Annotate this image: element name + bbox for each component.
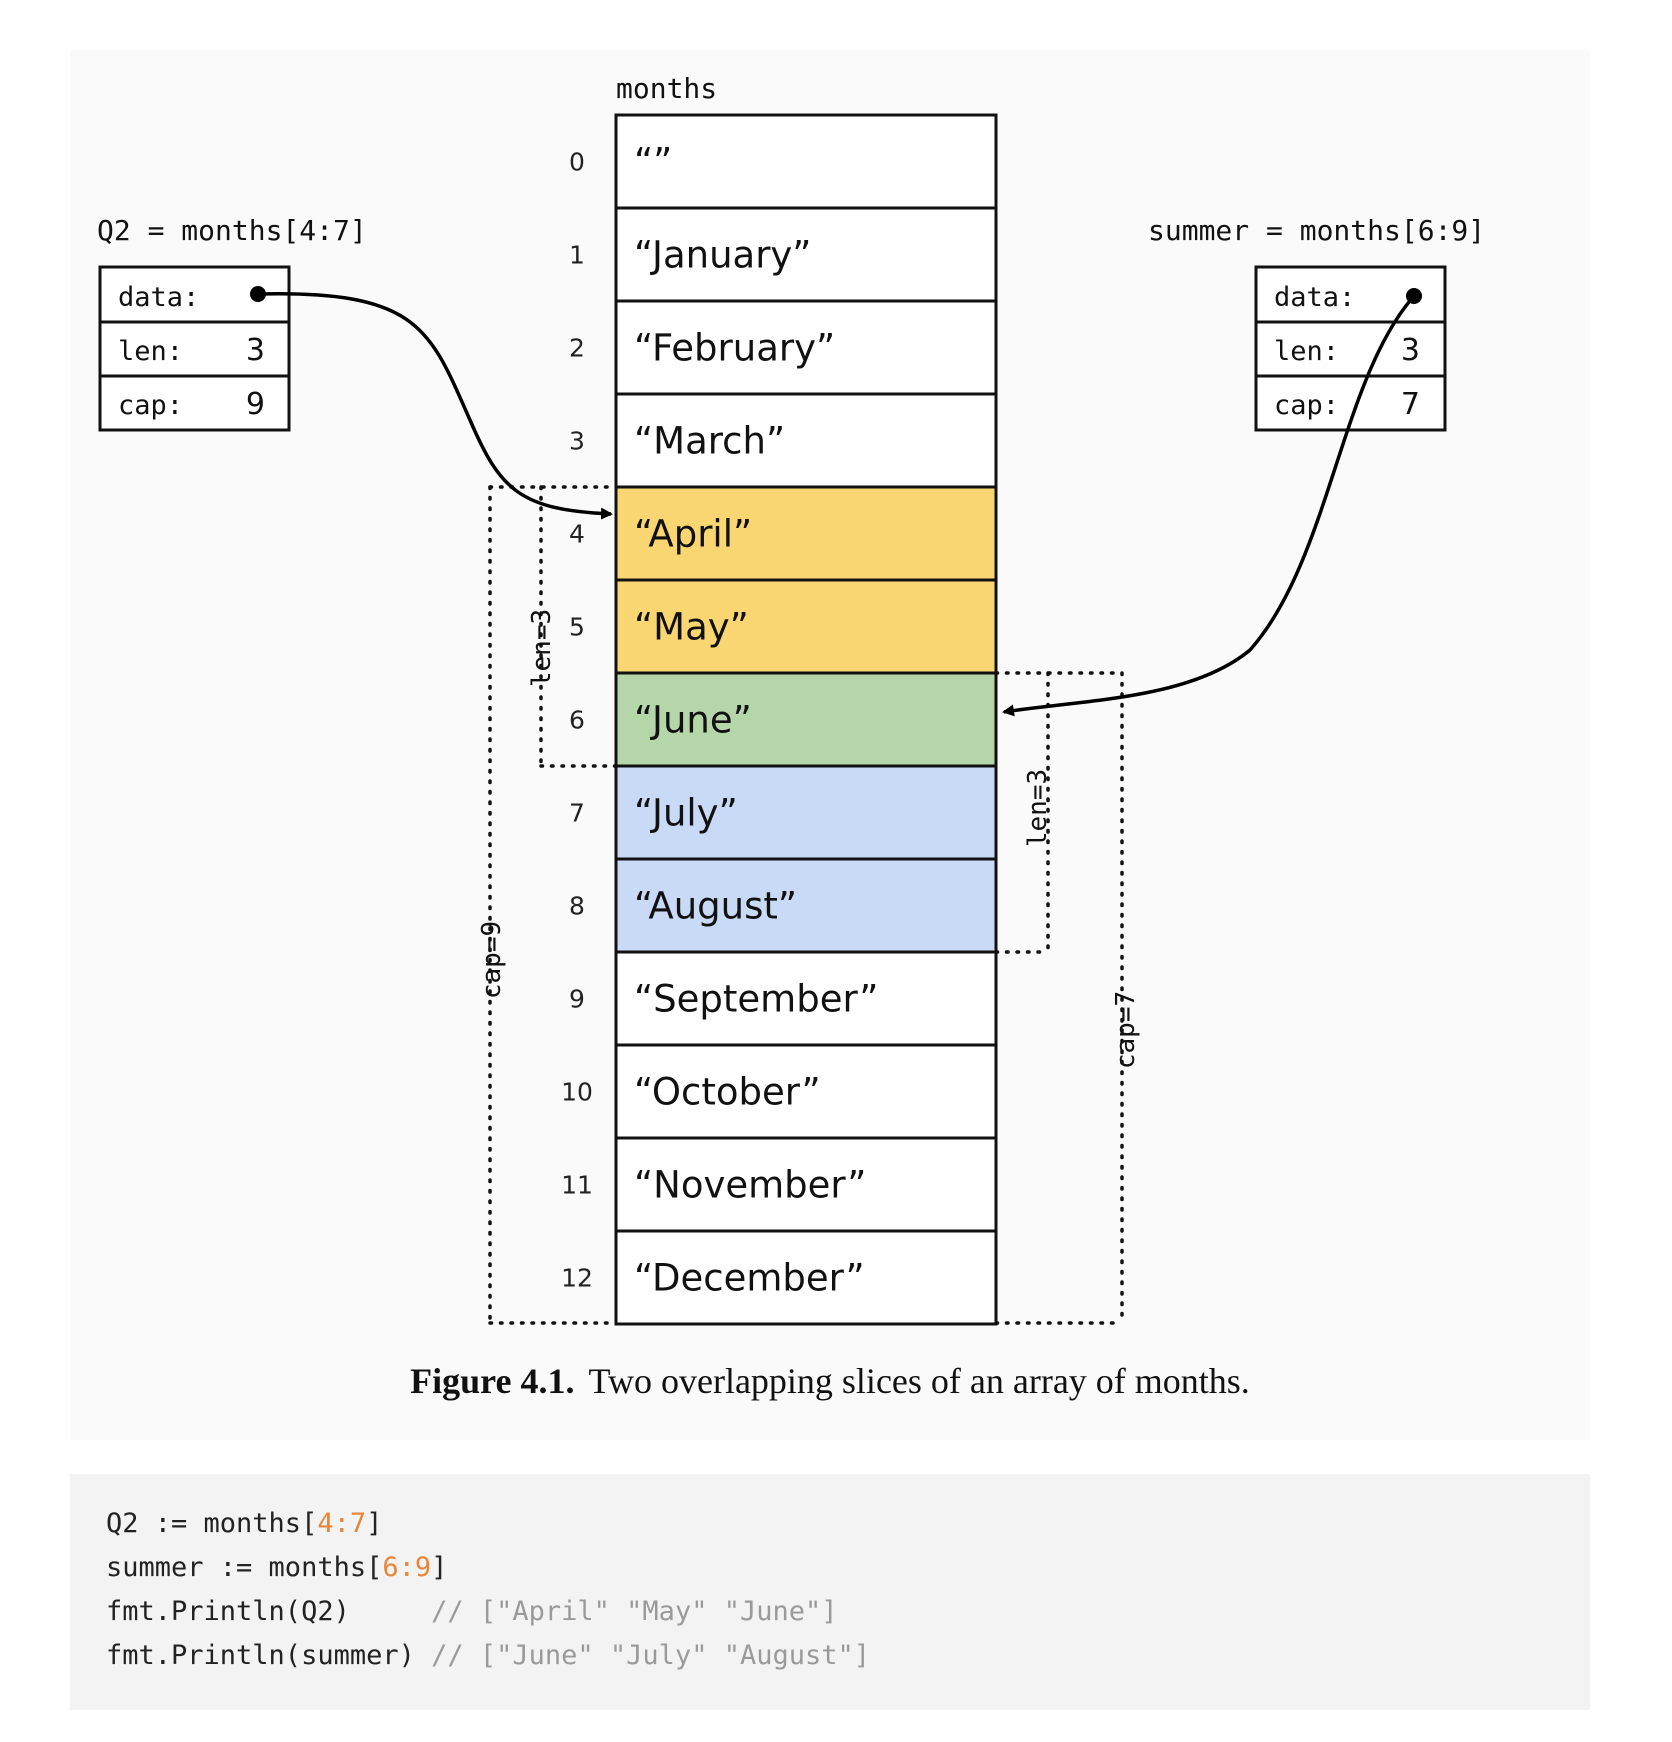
array-index-label: 4 xyxy=(569,520,585,549)
array-value-label: “August” xyxy=(634,885,797,928)
summer-cap-bracket xyxy=(994,671,1124,1325)
code-comment: // ["April" "May" "June"] xyxy=(431,1596,838,1627)
summer-len-field-label: len: xyxy=(1274,336,1339,367)
array-index-label: 2 xyxy=(569,334,585,363)
code-line-1: Q2 := months[4:7] xyxy=(106,1502,1554,1546)
array-cell: 12 “December” xyxy=(561,1229,998,1326)
array-index-label: 7 xyxy=(569,799,585,828)
array-value-label: “October” xyxy=(634,1071,821,1114)
code-text: fmt.Println(Q2) xyxy=(106,1596,432,1627)
array-value-label: “April” xyxy=(634,513,752,556)
summer-len-bracket xyxy=(994,671,1050,954)
code-text: summer := months[ xyxy=(106,1552,383,1583)
array-cell: 3 “March” xyxy=(569,392,998,489)
array-cell: 4 “April” xyxy=(569,485,998,582)
q2-cap-label: cap=9 xyxy=(477,921,507,999)
figure-caption: Figure 4.1. Two overlapping slices of an … xyxy=(70,1360,1590,1402)
array-index-label: 6 xyxy=(569,706,585,735)
array-index-label: 12 xyxy=(561,1264,593,1293)
q2-len-label: len=3 xyxy=(527,609,557,687)
array-cell: 7 “July” xyxy=(569,764,998,861)
code-number: 4 xyxy=(317,1508,334,1539)
code-text: ] xyxy=(366,1508,383,1539)
summer-cap-label: cap=7 xyxy=(1111,991,1141,1069)
array-value-label: “February” xyxy=(634,327,835,370)
array-index-label: 0 xyxy=(569,148,585,177)
array-cell: 2 “February” xyxy=(569,299,998,396)
array-cell: 11 “November” xyxy=(561,1136,998,1233)
array-cell: 8 “August” xyxy=(569,857,998,954)
array-cell: 5 “May” xyxy=(569,578,998,675)
array-name: months xyxy=(616,72,717,105)
code-text: fmt.Println(summer) xyxy=(106,1640,432,1671)
array-cell: 1 “January” xyxy=(569,206,998,303)
q2-cap-field-label: cap: xyxy=(118,390,183,421)
q2-len-bracket xyxy=(539,485,618,768)
code-text: Q2 := months[ xyxy=(106,1508,318,1539)
summer-data-pointer-arrow xyxy=(1002,294,1416,717)
array-cell-box xyxy=(614,1229,998,1326)
array-value-label: “September” xyxy=(634,978,878,1021)
caption-text: Two overlapping slices of an array of mo… xyxy=(588,1361,1250,1401)
q2-data-label: data: xyxy=(118,282,199,313)
summer-data-label: data: xyxy=(1274,282,1355,313)
q2-len-field-label: len: xyxy=(118,336,183,367)
array-value-label: “March” xyxy=(634,420,785,463)
code-number: 7 xyxy=(349,1508,367,1539)
array-value-label: “January” xyxy=(634,234,811,277)
summer-len-label: len=3 xyxy=(1023,769,1053,847)
array-index-label: 9 xyxy=(569,985,585,1014)
array-cells: 0 “” 1 “January” 2 “February” 3 “March” 4 “April”… xyxy=(561,113,998,1326)
array-index-label: 8 xyxy=(569,892,585,921)
code-text: ] xyxy=(431,1552,448,1583)
array-cell: 6 “June” xyxy=(569,671,998,768)
code-separator: : xyxy=(398,1552,415,1583)
q2-data-pointer-arrow xyxy=(257,291,613,520)
summer-title: summer = months[6:9] xyxy=(1148,214,1485,247)
q2-header-box: data: len: 3 cap: 9 xyxy=(98,265,291,432)
array-value-label: “” xyxy=(634,141,672,184)
array-index-label: 10 xyxy=(561,1078,593,1107)
array-cell-box xyxy=(614,392,998,489)
q2-title: Q2 = months[4:7] xyxy=(97,214,367,247)
array-cell-box xyxy=(614,113,998,210)
array-value-label: “November” xyxy=(634,1164,866,1207)
code-number: 9 xyxy=(414,1552,432,1583)
array-index-label: 1 xyxy=(569,241,585,270)
array-index-label: 3 xyxy=(569,427,585,456)
array-index-label: 5 xyxy=(569,613,585,642)
summer-header-box: data: len: 3 cap: 7 xyxy=(1254,265,1447,432)
array-value-label: “July” xyxy=(634,792,738,835)
code-line-2: summer := months[6:9] xyxy=(106,1546,1554,1590)
array-cell: 9 “September” xyxy=(569,950,998,1047)
slice-diagram: months 0 “” 1 “January” 2 “February” 3 “March” 4… xyxy=(97,72,1485,1326)
array-value-label: “May” xyxy=(634,606,749,649)
array-cell: 0 “” xyxy=(569,113,998,210)
array-value-label: “December” xyxy=(634,1257,865,1300)
code-block: Q2 := months[4:7]summer := months[6:9]fm… xyxy=(70,1474,1590,1710)
array-cell-box xyxy=(614,299,998,396)
array-cell-box xyxy=(614,857,998,954)
code-separator: : xyxy=(333,1508,350,1539)
array-cell-box xyxy=(614,206,998,303)
q2-cap-value: 9 xyxy=(246,387,265,422)
code-number: 6 xyxy=(382,1552,399,1583)
array-cell-box xyxy=(614,1043,998,1140)
code-comment: // ["June" "July" "August"] xyxy=(431,1640,871,1671)
code-line-3: fmt.Println(Q2) // ["April" "May" "June"… xyxy=(106,1590,1554,1634)
summer-len-value: 3 xyxy=(1401,333,1420,368)
array-cell: 10 “October” xyxy=(561,1043,998,1140)
caption-label: Figure 4.1. xyxy=(410,1361,575,1401)
summer-cap-field-label: cap: xyxy=(1274,390,1339,421)
summer-cap-value: 7 xyxy=(1401,387,1420,422)
code-line-4: fmt.Println(summer) // ["June" "July" "A… xyxy=(106,1634,1554,1678)
array-cell-box xyxy=(614,950,998,1047)
q2-len-value: 3 xyxy=(246,333,265,368)
array-cell-box xyxy=(614,764,998,861)
array-index-label: 11 xyxy=(561,1171,593,1200)
array-value-label: “June” xyxy=(634,699,752,742)
